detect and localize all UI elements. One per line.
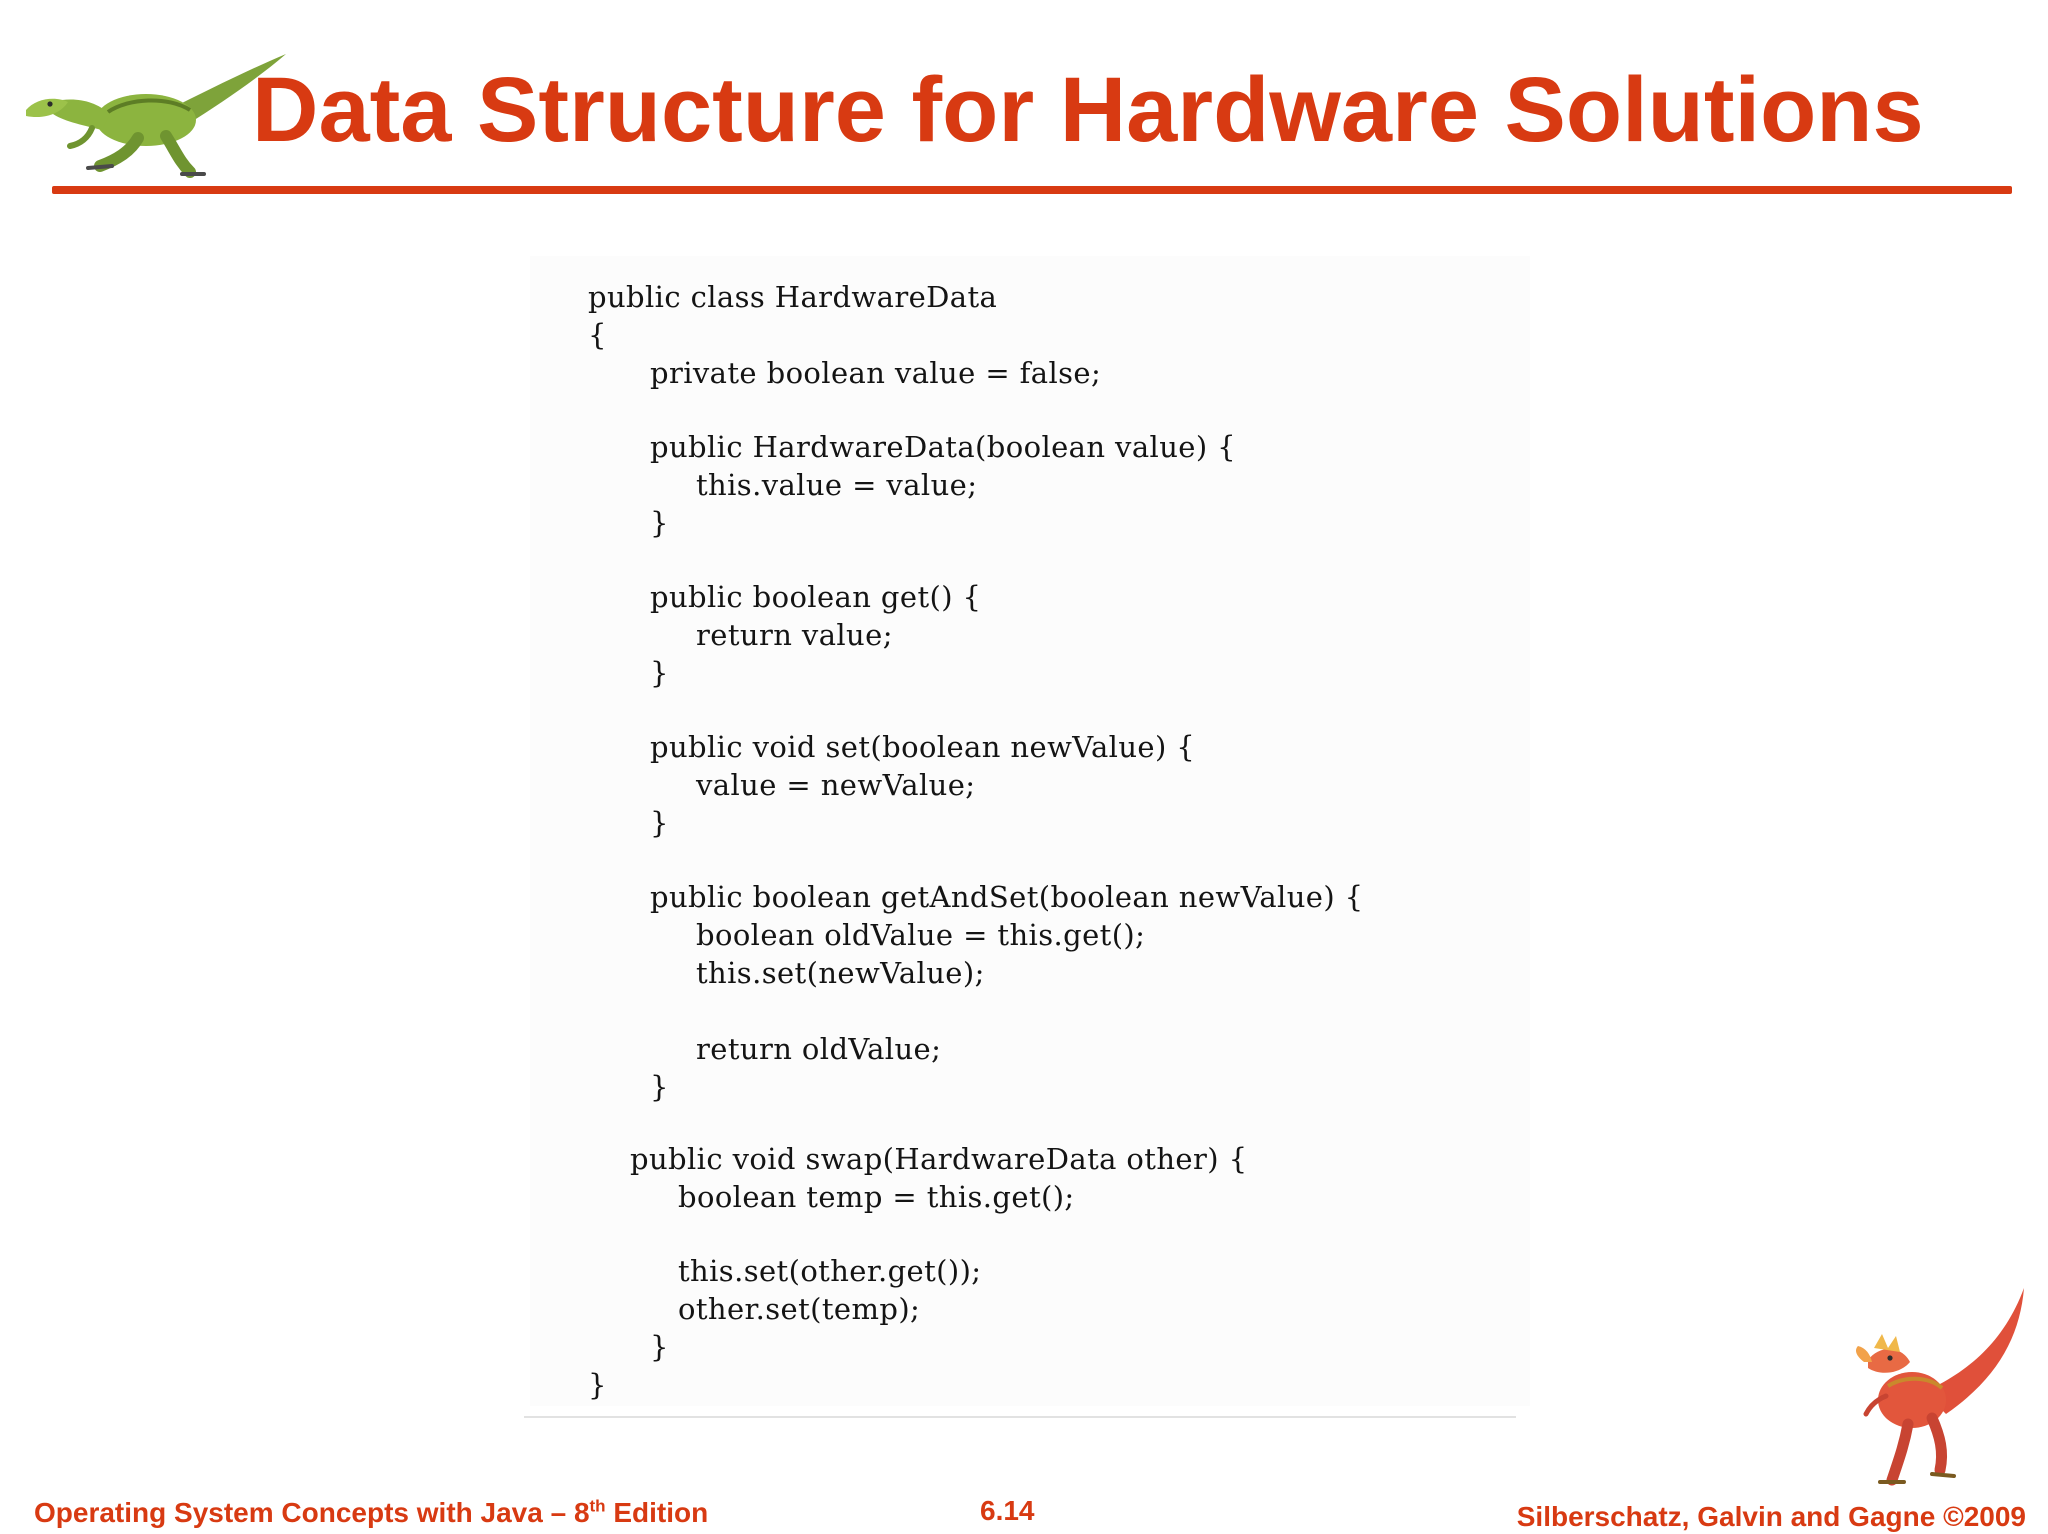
code-line: } [650,1070,669,1104]
code-line: other.set(temp); [678,1292,921,1326]
code-line: boolean temp = this.get(); [678,1180,1075,1214]
footer-page-number: 6.14 [980,1495,1035,1526]
code-line: this.value = value; [696,468,978,502]
code-line: } [588,1368,607,1402]
code-line: public boolean get() { [650,580,982,614]
code-line: } [650,806,669,840]
footer-copyright: Silberschatz, Galvin and Gagne ©2009 [1516,1501,2026,1532]
code-line: public void swap(HardwareData other) { [630,1142,1248,1176]
code-line: public boolean getAndSet(boolean newValu… [650,880,1364,914]
green-dinosaur-icon [26,54,286,178]
code-line: this.set(other.get()); [678,1254,982,1288]
code-figure-bottom-rule [524,1416,1516,1418]
code-line: } [650,506,669,540]
code-line: } [650,1330,669,1364]
code-line: public void set(boolean newValue) { [650,730,1196,764]
code-figure-background [530,256,1530,1406]
code-line: { [588,318,607,352]
code-line: return value; [696,618,893,652]
code-line: boolean oldValue = this.get(); [696,918,1146,952]
red-dinosaur-icon [1856,1288,2024,1486]
footer-book-title-text: Operating System Concepts with Java – 8 [34,1497,590,1528]
footer-edition-word: Edition [605,1497,709,1528]
slide-title: Data Structure for Hardware Solutions [252,59,1924,161]
footer-book-title: Operating System Concepts with Java – 8t… [34,1496,708,1530]
footer-edition-suffix: th [589,1496,606,1516]
code-line: return oldValue; [696,1032,942,1066]
code-line: public class HardwareData [588,280,998,314]
code-line: value = newValue; [696,768,976,802]
code-line: } [650,656,669,690]
code-line: private boolean value = false; [650,356,1102,390]
code-line: this.set(newValue); [696,956,985,990]
title-underline [52,186,2012,194]
code-line: public HardwareData(boolean value) { [650,430,1237,464]
